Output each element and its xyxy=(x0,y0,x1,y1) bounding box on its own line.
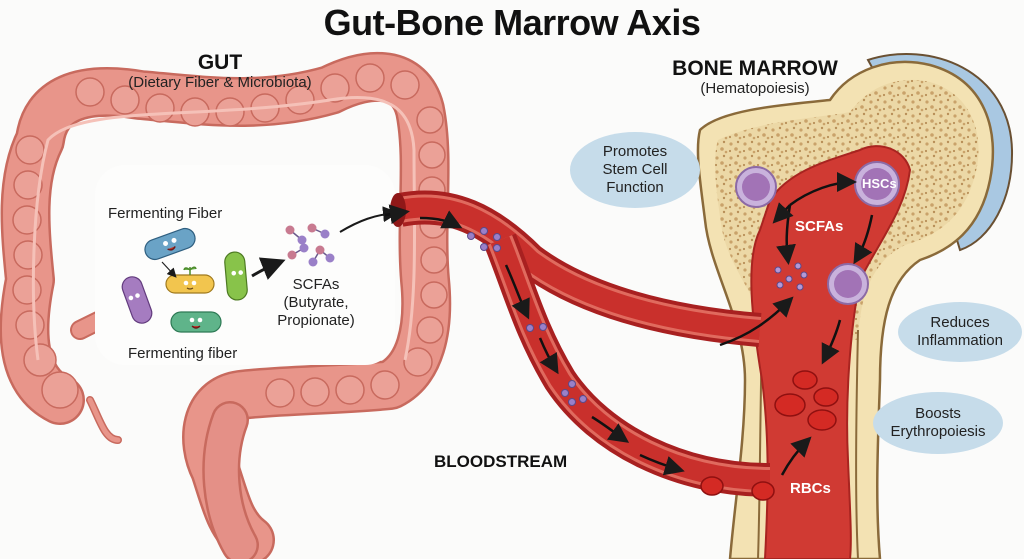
blood-vessel-illustration xyxy=(384,190,775,501)
fermenting-fiber-label-bottom: Fermenting fiber xyxy=(128,345,238,362)
effect-erythropoiesis-line1: Boosts xyxy=(915,405,961,422)
effect-erythropoiesis-line2: Erythropoiesis xyxy=(890,423,986,440)
scfas-marrow-label: SCFAs xyxy=(795,218,844,235)
purple-bacterium-icon xyxy=(121,276,153,324)
bone-marrow-subtitle: (Hematopoiesis) xyxy=(700,80,810,97)
effect-stem-cell-line3: Function xyxy=(606,179,664,196)
fermenting-fiber-label-top: Fermenting Fiber xyxy=(108,205,223,222)
effect-bubble-erythropoiesis: Boosts Erythropoiesis xyxy=(873,392,1003,454)
yellow-bacterium-icon xyxy=(165,266,215,294)
blue-bacterium-icon xyxy=(144,227,196,261)
arrow-to-scfas-icon xyxy=(251,257,286,280)
colon-illustration xyxy=(0,51,452,559)
scfas-gut-label: SCFAs (Butyrate, Propionate) xyxy=(266,276,366,330)
marrow-contents xyxy=(719,161,900,476)
effect-stem-cell-line1: Promotes xyxy=(602,143,668,160)
bone-marrow-heading: BONE MARROW (Hematopoiesis) xyxy=(650,58,860,98)
effect-stem-cell-line2: Stem Cell xyxy=(602,161,668,178)
effect-bubble-stem-cell: Promotes Stem Cell Function xyxy=(570,132,700,208)
teal-bacterium-icon xyxy=(170,311,222,333)
effect-inflammation-line2: Inflammation xyxy=(917,332,1003,349)
scfas-label-line3: Propionate) xyxy=(277,312,355,329)
rbcs-label: RBCs xyxy=(790,480,831,497)
gut-title: GUT xyxy=(197,51,243,74)
scfas-label-line2: (Butyrate, xyxy=(283,294,349,311)
green-bacterium-icon xyxy=(224,251,248,301)
effect-bubble-inflammation: Reduces Inflammation xyxy=(898,302,1022,362)
gut-subtitle: (Dietary Fiber & Microbiota) xyxy=(128,74,312,91)
bone-marrow-title: BONE MARROW xyxy=(672,57,838,80)
effect-inflammation-line1: Reduces xyxy=(930,314,990,331)
diagram-title: Gut-Bone Marrow Axis xyxy=(323,2,701,43)
gut-heading: GUT (Dietary Fiber & Microbiota) xyxy=(95,52,345,92)
bacteria-group xyxy=(121,227,248,333)
scfas-label-line1: SCFAs xyxy=(292,276,340,293)
bloodstream-label: BLOODSTREAM xyxy=(434,452,568,471)
scfa-molecules-icon xyxy=(285,223,335,267)
hscs-label: HSCs xyxy=(862,176,897,191)
